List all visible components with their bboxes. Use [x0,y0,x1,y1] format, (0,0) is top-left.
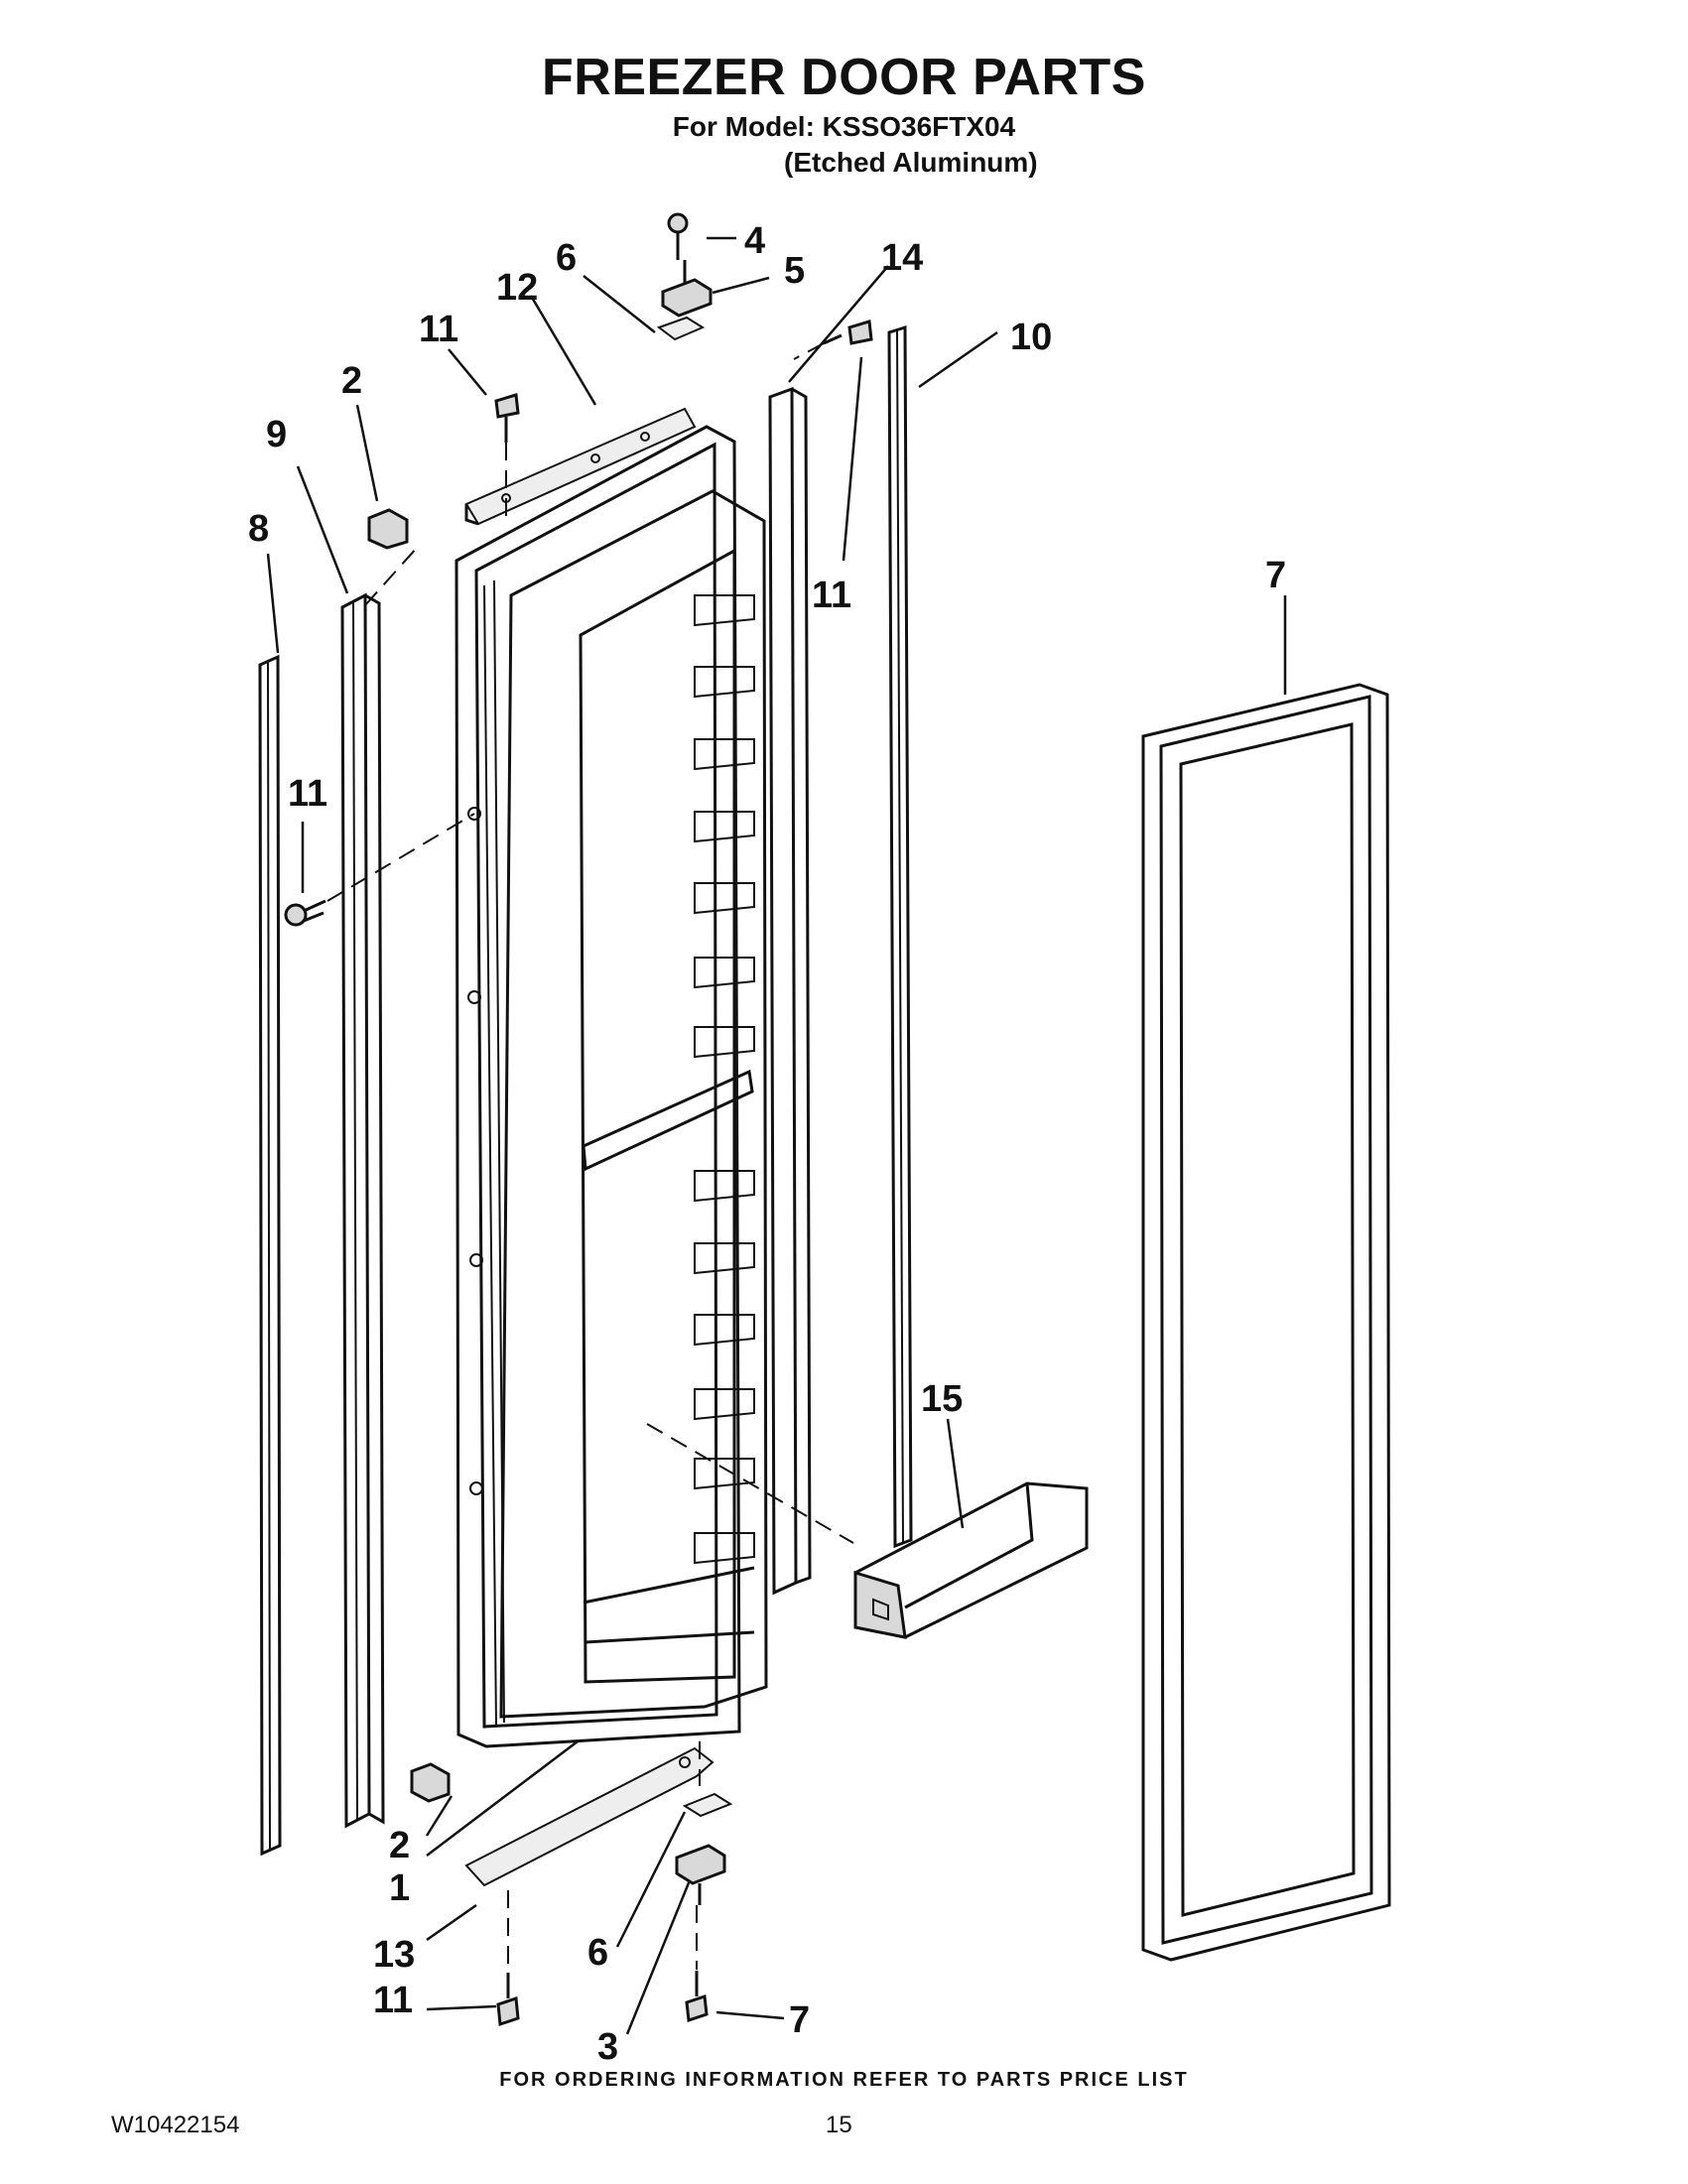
finish-subtitle: (Etched Aluminum) [784,147,1038,178]
part-11-screw-top [494,393,520,443]
part-7-screw-bottom [685,1971,709,2023]
callout-2-top: 2 [341,360,362,402]
callout-12: 12 [496,267,538,309]
part-1-door-liner [454,425,768,1748]
part-9-trim [340,592,385,1829]
callout-7-panel: 7 [1265,555,1286,596]
callout-8: 8 [248,508,269,550]
callout-1: 1 [389,1867,410,1909]
assembly-line-left [326,813,475,902]
part-11-screw-right [823,320,873,345]
callout-4: 4 [744,220,765,262]
part-12-top-bracket [464,407,697,526]
part-4-hinge-screw [667,212,689,260]
part-2-clip-lower [410,1762,451,1803]
part-2-clip-upper [367,508,409,550]
part-11-screw-left [284,899,326,927]
door-shelf-rungs [694,594,755,1565]
callout-6-bottom: 6 [587,1932,608,1974]
callout-11-bottom: 11 [373,1980,413,2021]
page-title: FREEZER DOOR PARTS [542,49,1146,106]
leader-lines [266,236,1287,2035]
document-number: W10422154 [111,2112,240,2138]
assembly-line-bin [646,1423,854,1544]
callout-2-bottom: 2 [389,1825,410,1866]
assembly-line-clip [364,547,418,606]
part-7-door-panel [1141,683,1391,1962]
callout-5: 5 [784,250,805,292]
part-15-bin [853,1481,1089,1639]
callout-7-screw: 7 [789,1999,810,2041]
part-6-hinge-shim-bottom [682,1792,733,1818]
callout-11-left: 11 [288,773,327,815]
page-number: 15 [826,2112,852,2138]
part-13-bottom-bracket [464,1746,714,1887]
part-5-top-hinge [661,260,713,318]
callout-13: 13 [373,1934,415,1976]
callout-11-top: 11 [419,309,458,350]
callout-10: 10 [1010,317,1052,358]
model-subtitle: For Model: KSSO36FTX04 [672,111,1016,142]
part-6-hinge-shim-top [656,316,706,341]
ordering-note: FOR ORDERING INFORMATION REFER TO PARTS … [499,2069,1189,2091]
callout-15: 15 [921,1378,963,1420]
callout-9: 9 [266,414,287,455]
callout-6-top: 6 [556,237,577,279]
part-10-strip [887,324,913,1549]
callout-3: 3 [597,2026,618,2068]
callout-14: 14 [881,237,923,279]
part-3-bottom-hinge [675,1844,726,1905]
part-14-right-trim [768,386,812,1596]
part-8-strip [258,654,282,1857]
callout-11-right: 11 [812,575,851,616]
part-11-screw-bottom [496,1973,520,2027]
